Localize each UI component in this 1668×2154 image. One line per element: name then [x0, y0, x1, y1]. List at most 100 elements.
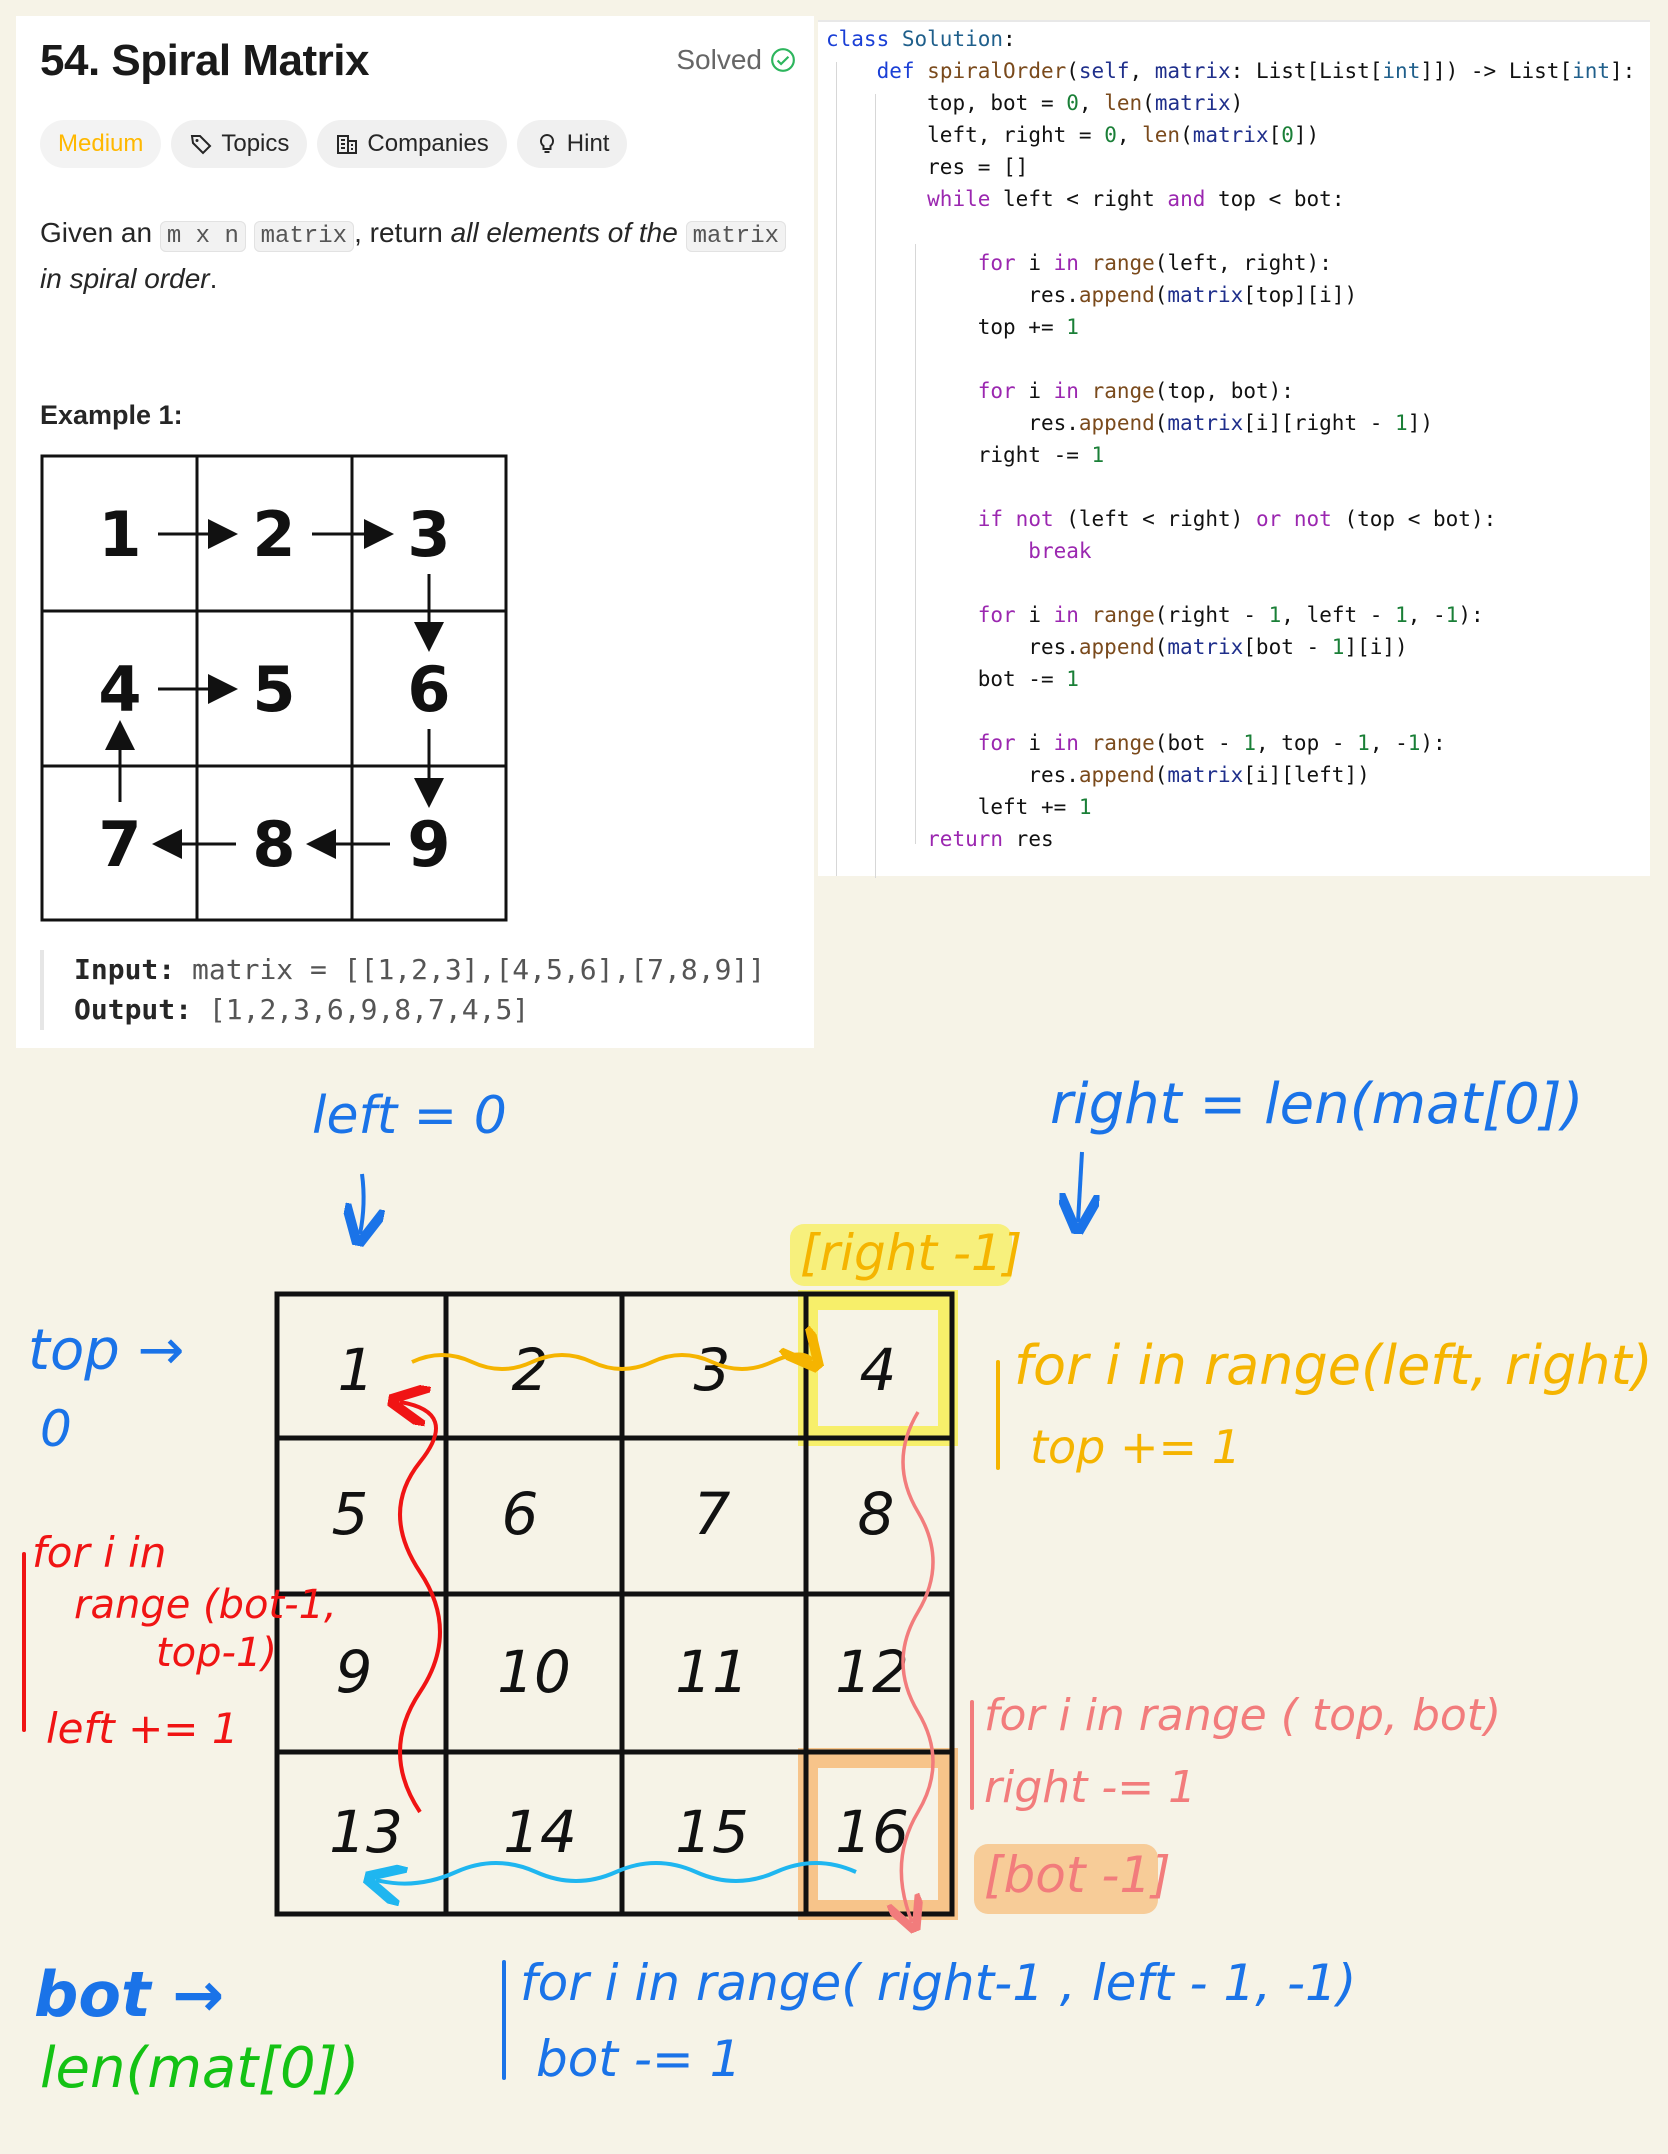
- grid-cell: 13: [329, 1798, 403, 1866]
- input-value: matrix = [[1,2,3],[4,5,6],[7,8,9]]: [192, 953, 766, 986]
- example-cell: 4: [98, 653, 141, 726]
- example-cell: 8: [252, 808, 295, 881]
- grid-cell: 11: [675, 1638, 749, 1706]
- lightbulb-icon: [539, 133, 554, 153]
- desc-emphasis: in spiral order: [40, 263, 210, 294]
- code-line: left += 1: [977, 795, 1092, 819]
- note-loop4-b: range (bot-1,: [74, 1582, 337, 1628]
- grid-cell: 4: [860, 1336, 897, 1404]
- tag-icon: [191, 135, 212, 155]
- code-line: res.append(matrix[top][i]): [1028, 283, 1358, 307]
- building-icon: [337, 135, 358, 154]
- example-cell: 3: [407, 498, 450, 571]
- indent-guide: [836, 62, 837, 876]
- code-line: top, bot = 0, len(matrix): [927, 91, 1244, 115]
- grid-cell: 15: [675, 1798, 749, 1866]
- code-line: top += 1: [977, 315, 1079, 339]
- solved-status: Solved: [676, 44, 796, 76]
- example-cell: 6: [407, 653, 450, 726]
- grid-cell: 1: [338, 1336, 375, 1404]
- grid-cell: 6: [502, 1480, 539, 1548]
- indent-guide: [915, 244, 916, 844]
- note-bot-minus: [bot -1]: [984, 1846, 1171, 1904]
- note-bar: [22, 1552, 26, 1732]
- problem-description: Given an m x n matrix, return all elemen…: [40, 212, 800, 300]
- problem-title: 54. Spiral Matrix: [40, 36, 369, 85]
- code-line: class Solution:: [826, 27, 1016, 51]
- companies-tag[interactable]: Companies: [317, 120, 507, 168]
- code-line: bot -= 1: [977, 667, 1079, 691]
- grid-cell: 5: [332, 1480, 369, 1548]
- code-line: for i in range(bot - 1, top - 1, -1):: [977, 731, 1446, 755]
- example-heading: Example 1:: [40, 400, 183, 430]
- desc-text: , return: [354, 217, 451, 248]
- output-line: Output: [1,2,3,6,9,8,7,4,5]: [74, 990, 765, 1030]
- note-loop2: for i in range ( top, bot): [984, 1690, 1502, 1741]
- example-io: Input: matrix = [[1,2,3],[4,5,6],[7,8,9]…: [40, 950, 765, 1030]
- note-top-value: 0: [40, 1400, 72, 1458]
- code-line: for i in range(right - 1, left - 1, -1):: [977, 603, 1484, 627]
- arrow-right-column: [901, 1411, 935, 1922]
- note-loop1-update: top += 1: [1030, 1420, 1241, 1474]
- note-top: top →: [28, 1318, 185, 1383]
- topics-tag[interactable]: Topics: [171, 120, 308, 168]
- code-line: right -= 1: [977, 443, 1105, 467]
- note-bar: [502, 1960, 506, 2080]
- spiral-grid: [274, 1291, 955, 1917]
- difficulty-label: Medium: [58, 130, 144, 157]
- hint-tag[interactable]: Hint: [516, 120, 628, 168]
- grid-cell: 12: [835, 1638, 909, 1706]
- note-loop4-update: left += 1: [46, 1704, 239, 1753]
- example-cell: 7: [98, 808, 141, 881]
- difficulty-tag: Medium: [40, 120, 162, 168]
- check-circle-icon: [771, 48, 795, 72]
- example-cell: 9: [407, 808, 450, 881]
- grid-cell: 3: [694, 1336, 731, 1404]
- topics-label: Topics: [221, 130, 290, 157]
- note-loop4-c: top-1): [156, 1630, 278, 1676]
- companies-label: Companies: [367, 130, 489, 157]
- note-right-minus: [right -1]: [800, 1224, 1023, 1282]
- example-cell: 1: [98, 498, 141, 571]
- code-line: res = []: [927, 155, 1029, 179]
- grid-cell: 2: [512, 1336, 549, 1404]
- note-bar: [996, 1360, 1000, 1470]
- code-line: res.append(matrix[i][right - 1]): [1028, 411, 1433, 435]
- example-matrix-diagram: 1 2 3 4 5 6 7 8 9: [40, 454, 508, 922]
- code-line: left, right = 0, len(matrix[0]): [927, 123, 1320, 147]
- input-label: Input:: [74, 953, 176, 986]
- code-line: while left < right and top < bot:: [927, 187, 1345, 211]
- desc-text: .: [209, 263, 218, 294]
- code-line: if not (left < right) or not (top < bot)…: [977, 507, 1497, 531]
- output-label: Output:: [74, 993, 193, 1026]
- code-line: res.append(matrix[i][left]): [1028, 763, 1370, 787]
- note-loop4-a: for i in: [32, 1528, 167, 1577]
- arrow-left-column: [400, 1402, 442, 1814]
- note-loop1: for i in range(left, right): [1014, 1334, 1653, 1397]
- note-loop3-update: bot -= 1: [536, 2030, 742, 2088]
- code-line: for i in range(left, right):: [977, 251, 1332, 275]
- grid-cell: 10: [497, 1638, 571, 1706]
- indent-guide: [875, 94, 876, 878]
- code-panel: class Solution: def spiralOrder(self, ma…: [818, 20, 1650, 878]
- grid-cell: 8: [858, 1480, 895, 1548]
- grid-cell: 16: [835, 1798, 909, 1866]
- input-line: Input: matrix = [[1,2,3],[4,5,6],[7,8,9]…: [74, 950, 765, 990]
- note-bot-value: len(mat[0]): [40, 2036, 360, 2101]
- code-line: def spiralOrder(self, matrix: List[List[…: [876, 59, 1636, 83]
- example-cell: 2: [252, 498, 295, 571]
- note-loop3: for i in range( right-1 , left - 1, -1): [520, 1954, 1357, 2012]
- grid-cell: 9: [336, 1638, 373, 1706]
- note-bar: [970, 1700, 974, 1810]
- problem-panel: 54. Spiral Matrix Solved Medium Topics C…: [16, 16, 814, 1048]
- solved-label: Solved: [676, 44, 762, 75]
- left-pointer-arrow: [360, 1173, 364, 1234]
- highlight-bot-minus: [974, 1844, 1158, 1914]
- inline-code-matrix: matrix: [253, 221, 355, 252]
- note-right: right = len(mat[0]): [1050, 1072, 1584, 1137]
- arrow-bottom-row: [376, 1861, 857, 1884]
- highlight-right-minus: [790, 1224, 1012, 1286]
- code-line: for i in range(top, bot):: [977, 379, 1294, 403]
- arrow-top-row: [411, 1354, 812, 1369]
